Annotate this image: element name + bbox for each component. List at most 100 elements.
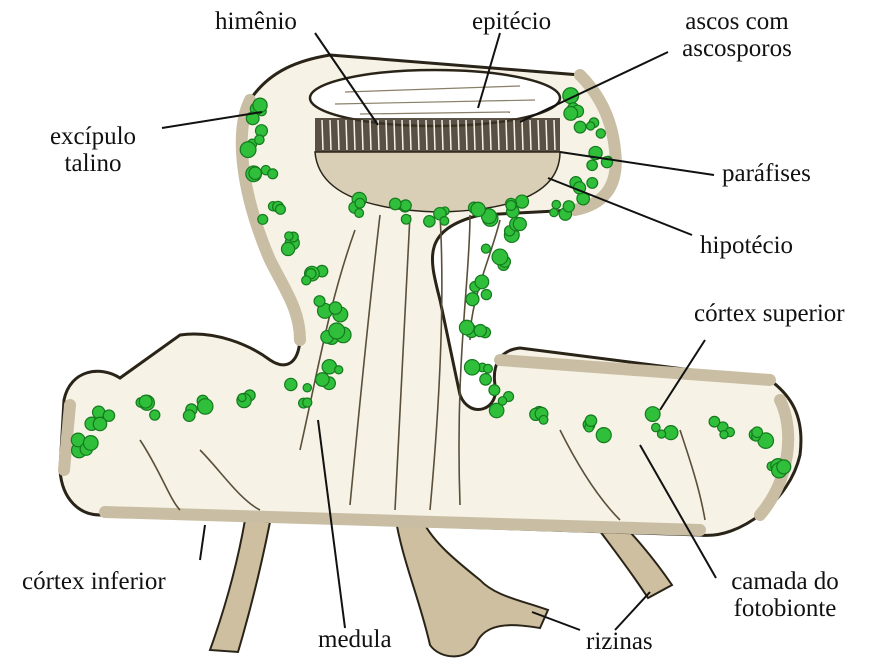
photobiont-cell bbox=[276, 204, 286, 214]
photobiont-cell bbox=[285, 232, 293, 240]
label-ascos-line2: ascosporos bbox=[662, 35, 812, 62]
photobiont-cell bbox=[183, 410, 195, 422]
paraphysis bbox=[474, 120, 475, 150]
photobiont-cell bbox=[466, 293, 479, 306]
photobiont-cell bbox=[355, 198, 365, 208]
photobiont-cell bbox=[240, 142, 256, 158]
photobiont-cell bbox=[316, 373, 330, 387]
label-ascos: ascos com ascosporos bbox=[662, 8, 812, 62]
paraphysis bbox=[498, 120, 499, 150]
photobiont-cell bbox=[585, 415, 596, 426]
photobiont-cell bbox=[255, 135, 264, 144]
label-camada-line2: fotobionte bbox=[700, 595, 870, 622]
photobiont-cell bbox=[506, 200, 516, 210]
paraphysis bbox=[402, 120, 403, 150]
paraphysis bbox=[490, 120, 491, 150]
apothecium-disc bbox=[310, 70, 560, 126]
paraphysis bbox=[362, 120, 363, 150]
paraphysis bbox=[354, 120, 355, 150]
photobiont-cell bbox=[424, 216, 435, 227]
photobiont-cell bbox=[329, 323, 345, 339]
paraphysis bbox=[338, 120, 339, 150]
photobiont-cell bbox=[459, 320, 474, 335]
photobiont-cell bbox=[574, 121, 586, 133]
rhizine-left bbox=[210, 520, 270, 652]
paraphysis bbox=[530, 120, 531, 150]
paraphysis bbox=[506, 120, 507, 150]
label-ascos-line1: ascos com bbox=[662, 8, 812, 35]
label-rizinas: rizinas bbox=[586, 628, 653, 655]
label-hipotecio: hipotécio bbox=[700, 232, 793, 259]
photobiont-cell bbox=[303, 398, 312, 407]
label-cortex-inferior: córtex inferior bbox=[22, 568, 166, 595]
photobiont-cell bbox=[302, 276, 311, 285]
paraphysis bbox=[434, 120, 435, 150]
leader-cortex-inferior bbox=[200, 525, 205, 560]
photobiont-cell bbox=[481, 244, 490, 253]
paraphysis bbox=[522, 120, 523, 150]
paraphysis bbox=[410, 120, 411, 150]
photobiont-cell bbox=[480, 374, 492, 386]
paraphysis bbox=[458, 120, 459, 150]
photobiont-cell bbox=[596, 428, 611, 443]
photobiont-cell bbox=[645, 407, 660, 422]
photobiont-cell bbox=[314, 296, 325, 307]
photobiont-cell bbox=[474, 324, 486, 336]
photobiont-cell bbox=[322, 360, 336, 374]
photobiont-cell bbox=[335, 366, 343, 374]
label-medula: medula bbox=[318, 626, 392, 653]
photobiont-cell bbox=[285, 378, 297, 390]
label-himenio: himênio bbox=[215, 8, 297, 35]
paraphysis bbox=[346, 120, 347, 150]
photobiont-cell bbox=[484, 364, 493, 373]
paraphysis bbox=[370, 120, 371, 150]
photobiont-cell bbox=[552, 200, 560, 208]
photobiont-cell bbox=[563, 201, 574, 212]
label-excipulo: excípulo talino bbox=[30, 123, 156, 177]
photobiont-cell bbox=[513, 218, 526, 231]
label-parafises: paráfises bbox=[722, 160, 811, 187]
photobiont-cell bbox=[777, 460, 791, 474]
label-excipulo-line1: excípulo bbox=[30, 123, 156, 150]
photobiont-cell bbox=[489, 385, 500, 396]
paraphysis bbox=[554, 120, 555, 150]
paraphysis bbox=[330, 120, 331, 150]
label-camada: camada do fotobionte bbox=[700, 568, 870, 622]
photobiont-cell bbox=[539, 415, 548, 424]
label-epitecio: epitécio bbox=[472, 8, 551, 35]
photobiont-cell bbox=[258, 214, 268, 224]
photobiont-cell bbox=[401, 214, 411, 224]
paraphysis bbox=[514, 120, 515, 150]
paraphysis bbox=[394, 120, 395, 150]
photobiont-cell bbox=[150, 410, 160, 420]
photobiont-cell bbox=[587, 160, 597, 170]
photobiont-cell bbox=[464, 360, 479, 375]
leader-rizinas-2 bbox=[615, 592, 650, 630]
photobiont-cell bbox=[752, 427, 763, 438]
photobiont-cell bbox=[93, 417, 106, 430]
paraphysis bbox=[418, 120, 419, 150]
photobiont-cell bbox=[198, 399, 213, 414]
photobiont-cell bbox=[587, 122, 595, 130]
paraphysis bbox=[386, 120, 387, 150]
photobiont-cell bbox=[329, 302, 341, 314]
photobiont-cell bbox=[492, 249, 508, 265]
photobiont-cell bbox=[475, 275, 489, 289]
label-camada-line1: camada do bbox=[700, 568, 870, 595]
photobiont-cell bbox=[564, 107, 578, 121]
photobiont-cell bbox=[400, 200, 411, 211]
paraphysis bbox=[450, 120, 451, 150]
photobiont-cell bbox=[481, 289, 491, 299]
photobiont-cell bbox=[355, 209, 364, 218]
paraphysis bbox=[426, 120, 427, 150]
paraphysis bbox=[538, 120, 539, 150]
photobiont-cell bbox=[253, 98, 267, 112]
label-excipulo-line2: talino bbox=[30, 150, 156, 177]
photobiont-cell bbox=[709, 416, 720, 427]
photobiont-cell bbox=[249, 167, 261, 179]
label-cortex-superior: córtex superior bbox=[694, 300, 845, 327]
paraphysis bbox=[482, 120, 483, 150]
photobiont-cell bbox=[720, 431, 728, 439]
rhizine-center bbox=[395, 515, 548, 656]
